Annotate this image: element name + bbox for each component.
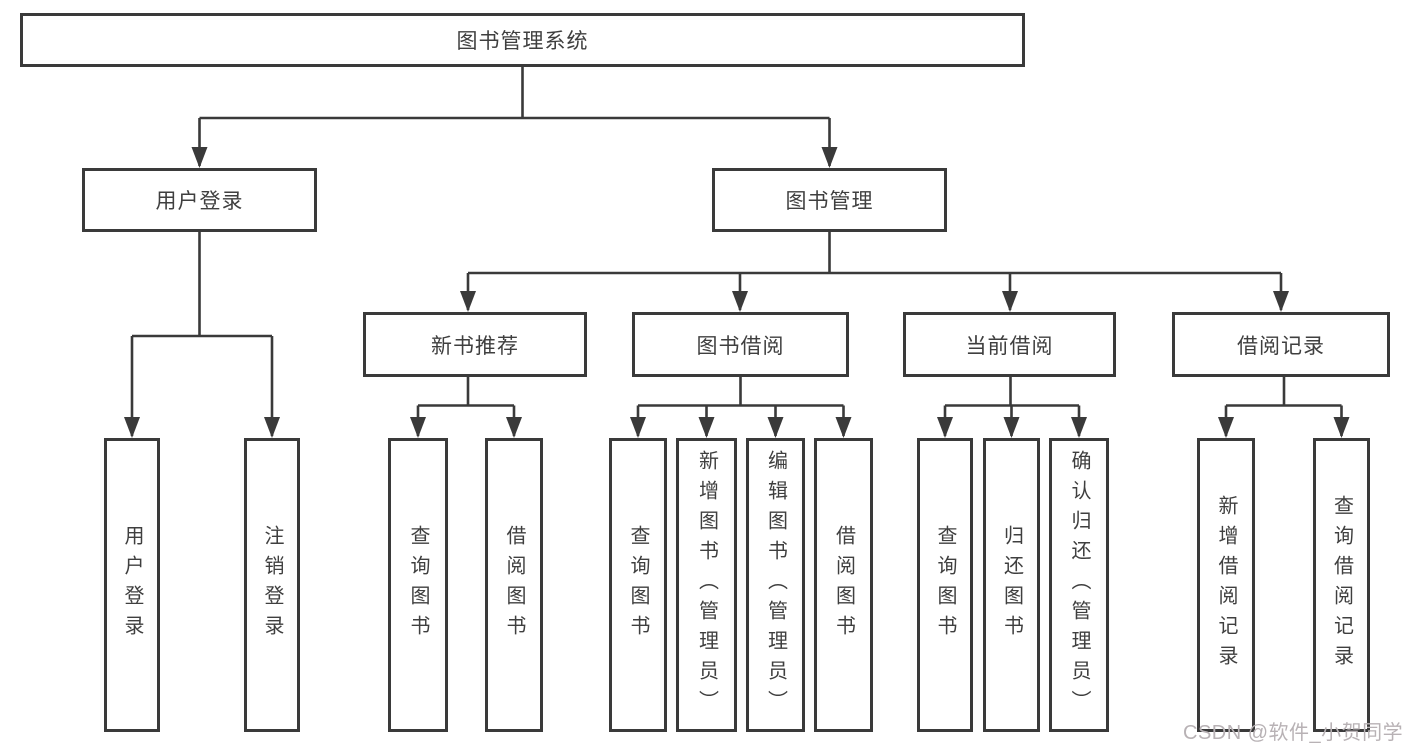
node-leaf-user-login: 用户登录 (104, 438, 160, 732)
connector-new-book-children (416, 377, 516, 436)
node-label: 用户登录 (155, 190, 244, 213)
node-label: 查询借阅记录 (1330, 495, 1353, 675)
node-book-management: 图书管理 (712, 168, 947, 232)
node-label: 借阅记录 (1237, 334, 1325, 358)
connector-borrow-record-children (1224, 377, 1343, 436)
node-label: 查询图书 (627, 525, 649, 645)
connector-book-management-to-level2 (466, 232, 1283, 310)
node-leaf-query-borrow-record: 查询借阅记录 (1313, 438, 1370, 732)
node-label: 新书推荐 (431, 334, 519, 358)
node-label: 编辑图书（管理员） (764, 450, 787, 720)
node-leaf-logout: 注销登录 (244, 438, 300, 732)
node-root-library-system: 图书管理系统 (20, 13, 1025, 67)
connector-root-to-level1 (198, 67, 831, 166)
node-label: 确认归还（管理员） (1068, 450, 1090, 720)
connector-book-borrow-children (636, 377, 845, 436)
arrowheads (124, 147, 1350, 438)
node-book-borrowing: 图书借阅 (632, 312, 849, 377)
node-label: 当前借阅 (965, 334, 1054, 358)
node-leaf-query-books-borrowing: 查询图书 (609, 438, 667, 732)
node-label: 图书管理系统 (456, 30, 589, 53)
node-label: 查询图书 (934, 525, 956, 645)
node-user-login: 用户登录 (82, 168, 317, 232)
node-leaf-query-books-current: 查询图书 (917, 438, 973, 732)
node-label: 图书管理 (785, 190, 874, 213)
node-label: 查询图书 (407, 525, 429, 645)
node-label: 注销登录 (261, 525, 283, 645)
node-label: 归还图书 (1000, 525, 1023, 645)
node-leaf-borrow-books: 借阅图书 (814, 438, 873, 732)
node-label: 借阅图书 (832, 525, 855, 645)
node-label: 新增图书（管理员） (695, 450, 718, 720)
node-leaf-add-book-admin: 新增图书（管理员） (676, 438, 737, 732)
node-label: 借阅图书 (503, 525, 525, 645)
node-new-book-recommend: 新书推荐 (363, 312, 587, 377)
node-label: 用户登录 (121, 525, 143, 645)
connector-user-login-children (130, 232, 274, 436)
node-leaf-confirm-return-admin: 确认归还（管理员） (1049, 438, 1109, 732)
node-leaf-edit-book-admin: 编辑图书（管理员） (746, 438, 805, 732)
csdn-watermark: CSDN @软件_小贺同学 (1183, 722, 1404, 744)
node-leaf-query-books-recommend: 查询图书 (388, 438, 448, 732)
node-current-borrowing: 当前借阅 (903, 312, 1116, 377)
node-leaf-return-books: 归还图书 (983, 438, 1040, 732)
node-label: 新增借阅记录 (1215, 495, 1237, 675)
node-label: 图书借阅 (696, 334, 785, 358)
node-leaf-borrow-books-recommend: 借阅图书 (485, 438, 543, 732)
node-borrow-records: 借阅记录 (1172, 312, 1390, 377)
node-leaf-add-borrow-record: 新增借阅记录 (1197, 438, 1255, 732)
